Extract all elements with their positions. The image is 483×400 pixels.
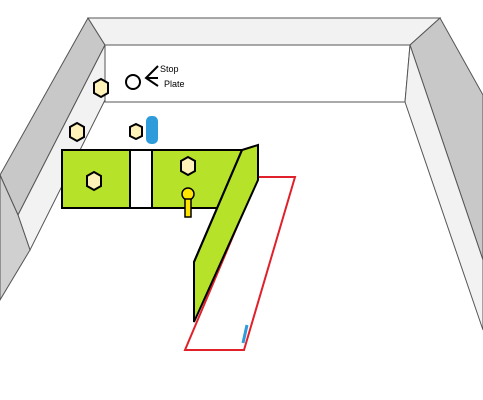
- hexagon-nuts: [69, 77, 196, 192]
- hexagon-nut-icon: [86, 170, 102, 192]
- diagonal-panel-edge: [193, 149, 243, 263]
- hexagon-nut-icon: [69, 121, 85, 143]
- panel-gap: [129, 149, 153, 209]
- hexagon-nut-icon: [93, 77, 109, 99]
- left-wall-lower: [0, 174, 31, 301]
- plate-blue-marker: [241, 324, 249, 344]
- magnet-pin-icon: [181, 187, 195, 218]
- right-wall-top: [409, 17, 483, 261]
- stop-plate-outline: [183, 176, 297, 351]
- back-wall-top: [87, 17, 442, 46]
- blue-marker: [146, 116, 158, 144]
- hexagon-nut-icon: [129, 122, 143, 141]
- label-plate: Plate: [164, 79, 185, 89]
- stop-plate-arrow-icon: [125, 65, 159, 90]
- right-wall: [404, 44, 483, 331]
- label-stop: Stop: [160, 64, 179, 74]
- enclosure: [0, 17, 483, 331]
- green-panel-left: [61, 149, 131, 209]
- hexagon-nut-icon: [180, 155, 196, 177]
